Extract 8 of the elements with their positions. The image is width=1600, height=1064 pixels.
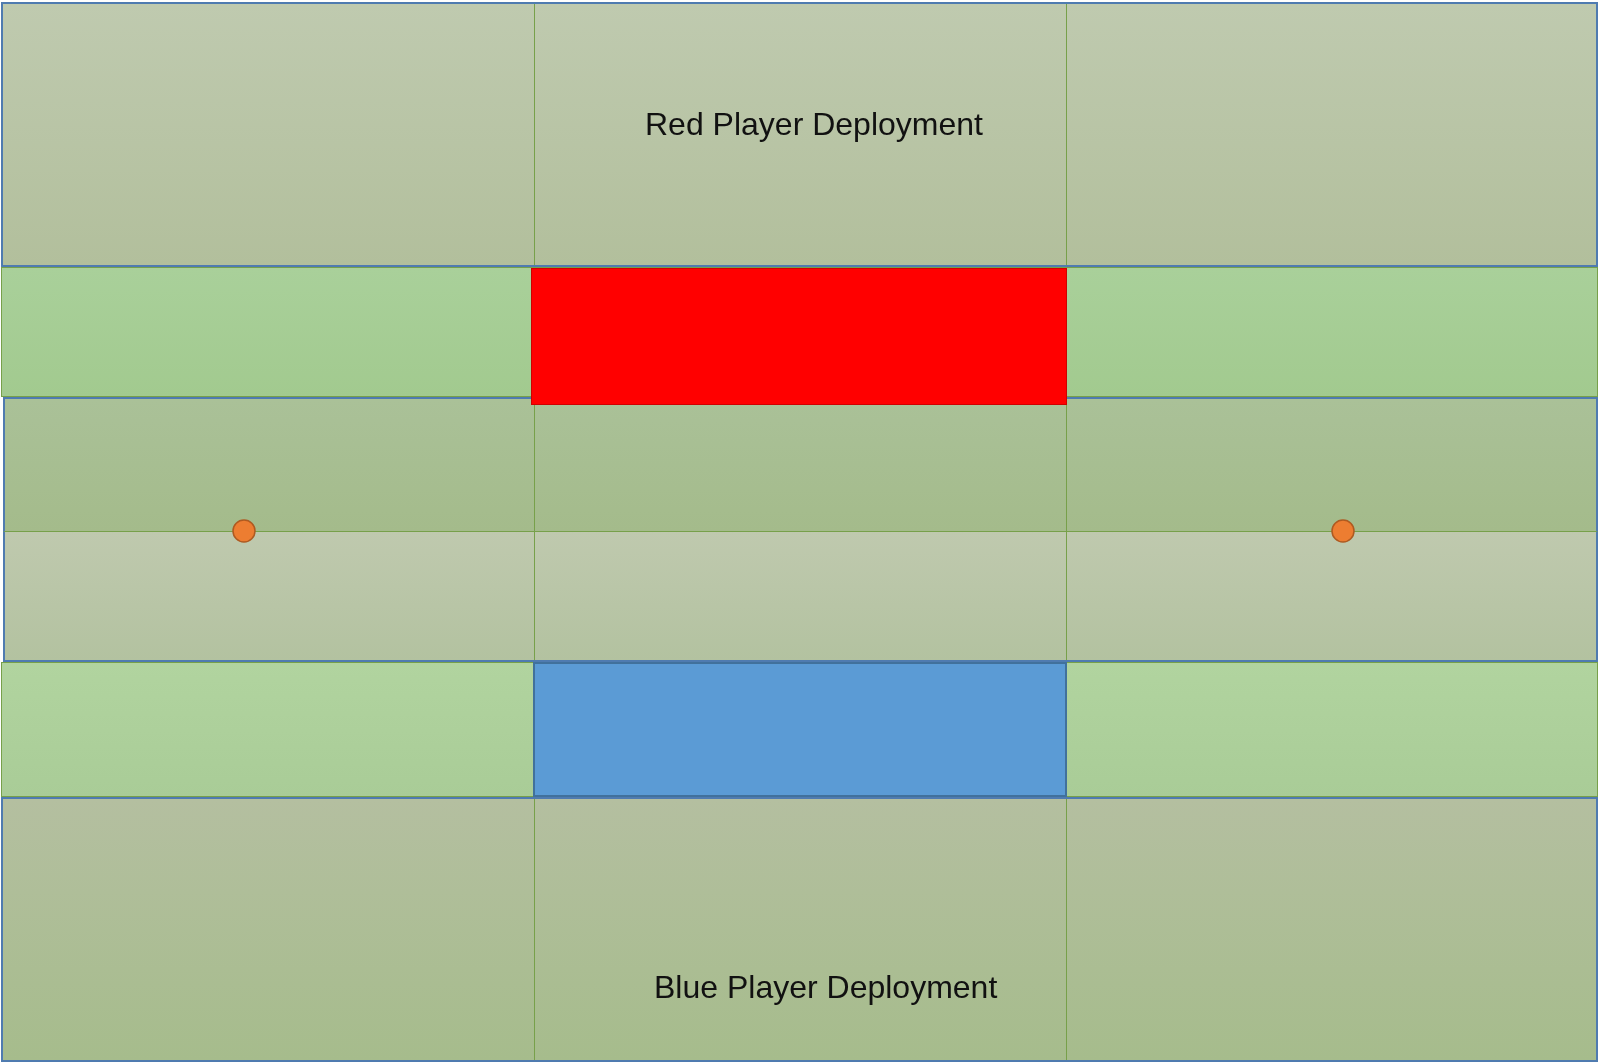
zone-label: Red Player Deployment <box>645 105 983 144</box>
zone-label: Blue Player Deployment <box>654 968 998 1007</box>
dot-marker-icon <box>232 519 256 543</box>
player-zone <box>533 662 1067 797</box>
dot-marker-icon <box>1331 519 1355 543</box>
player-zone <box>531 268 1067 405</box>
deployment-zone <box>1 2 1598 267</box>
deployment-zone <box>1 797 1598 1062</box>
